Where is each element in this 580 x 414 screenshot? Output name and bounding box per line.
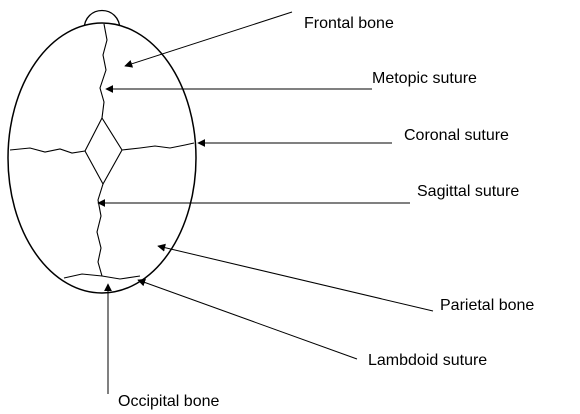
metopic-suture-label: Metopic suture — [372, 70, 477, 88]
frontal-bone-label: Frontal bone — [304, 15, 394, 33]
frontal-bone-pointer — [125, 12, 292, 66]
coronal-suture-label: Coronal suture — [404, 127, 509, 145]
parietal-bone-pointer — [158, 246, 433, 311]
skull-outline — [8, 23, 196, 293]
parietal-bone-label: Parietal bone — [440, 297, 534, 315]
occipital-bone-label: Occipital bone — [118, 393, 219, 411]
lambdoid-suture-pointer — [138, 280, 357, 359]
sagittal-suture-label: Sagittal suture — [417, 183, 519, 201]
lambdoid-suture-label: Lambdoid suture — [368, 352, 487, 370]
